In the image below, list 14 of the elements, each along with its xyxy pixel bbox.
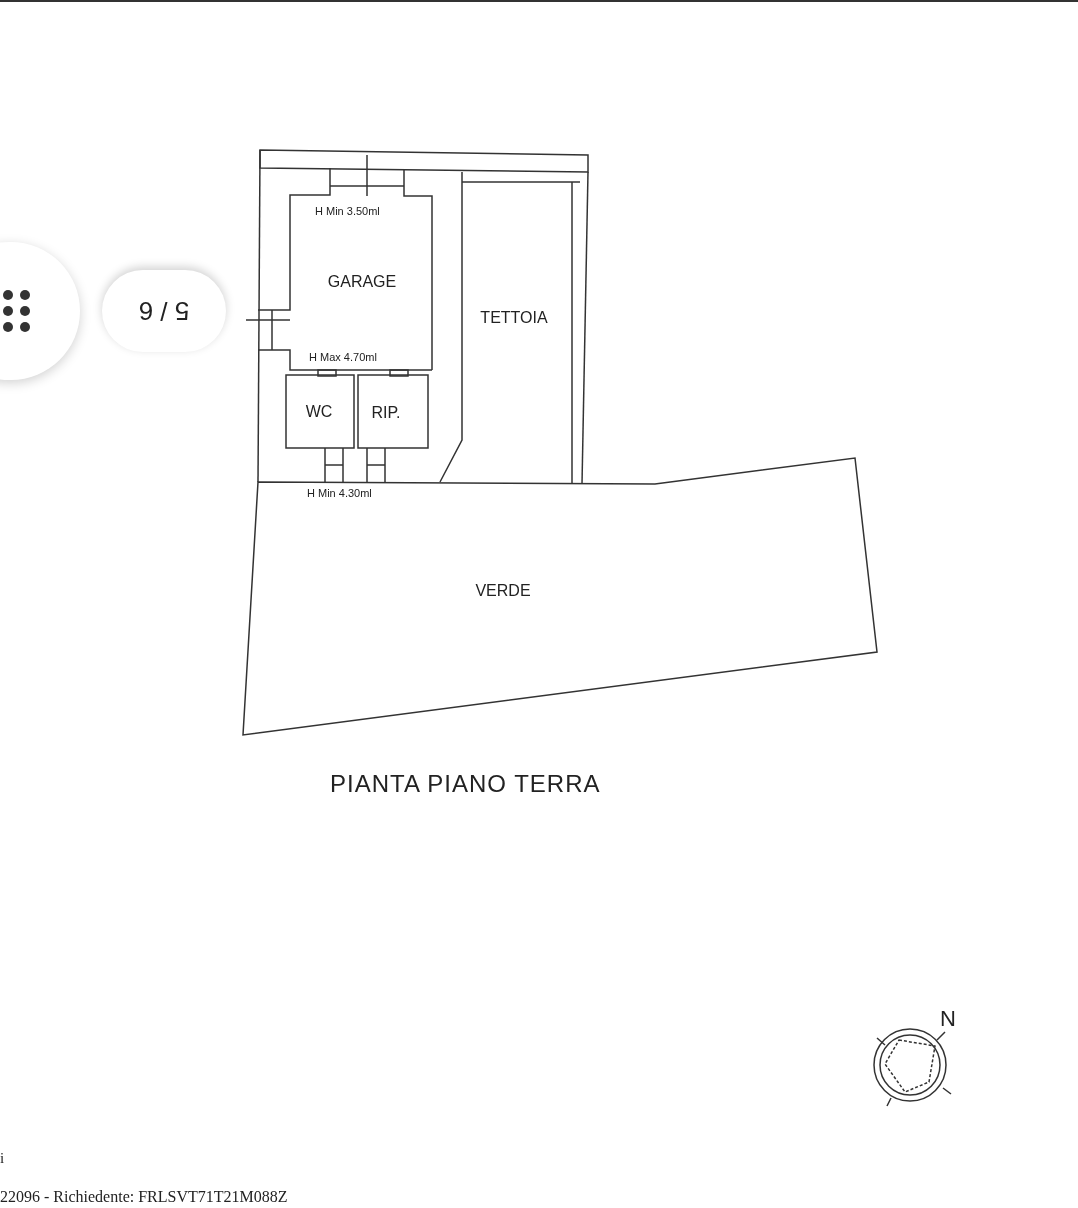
room-label: GARAGE [327,273,397,291]
height-note: H Max 4.70ml [309,351,377,363]
footer-text: 22096 - Richiedente: FRLSVT71T21M088Z [0,1188,288,1206]
room-label: VERDE [475,582,531,600]
room-label: WC [305,403,333,421]
room-label: RIP. [371,404,401,422]
page-counter: 5 / 6 [102,270,226,352]
height-note: H Min 4.30ml [307,487,372,499]
garden-area [243,458,877,735]
room-label: TETTOIA [480,309,548,327]
height-note: H Min 3.50ml [315,205,380,217]
drawing-title: PIANTA PIANO TERRA [330,770,601,798]
north-label: N [940,1006,956,1032]
footer-text: i [0,1150,5,1167]
